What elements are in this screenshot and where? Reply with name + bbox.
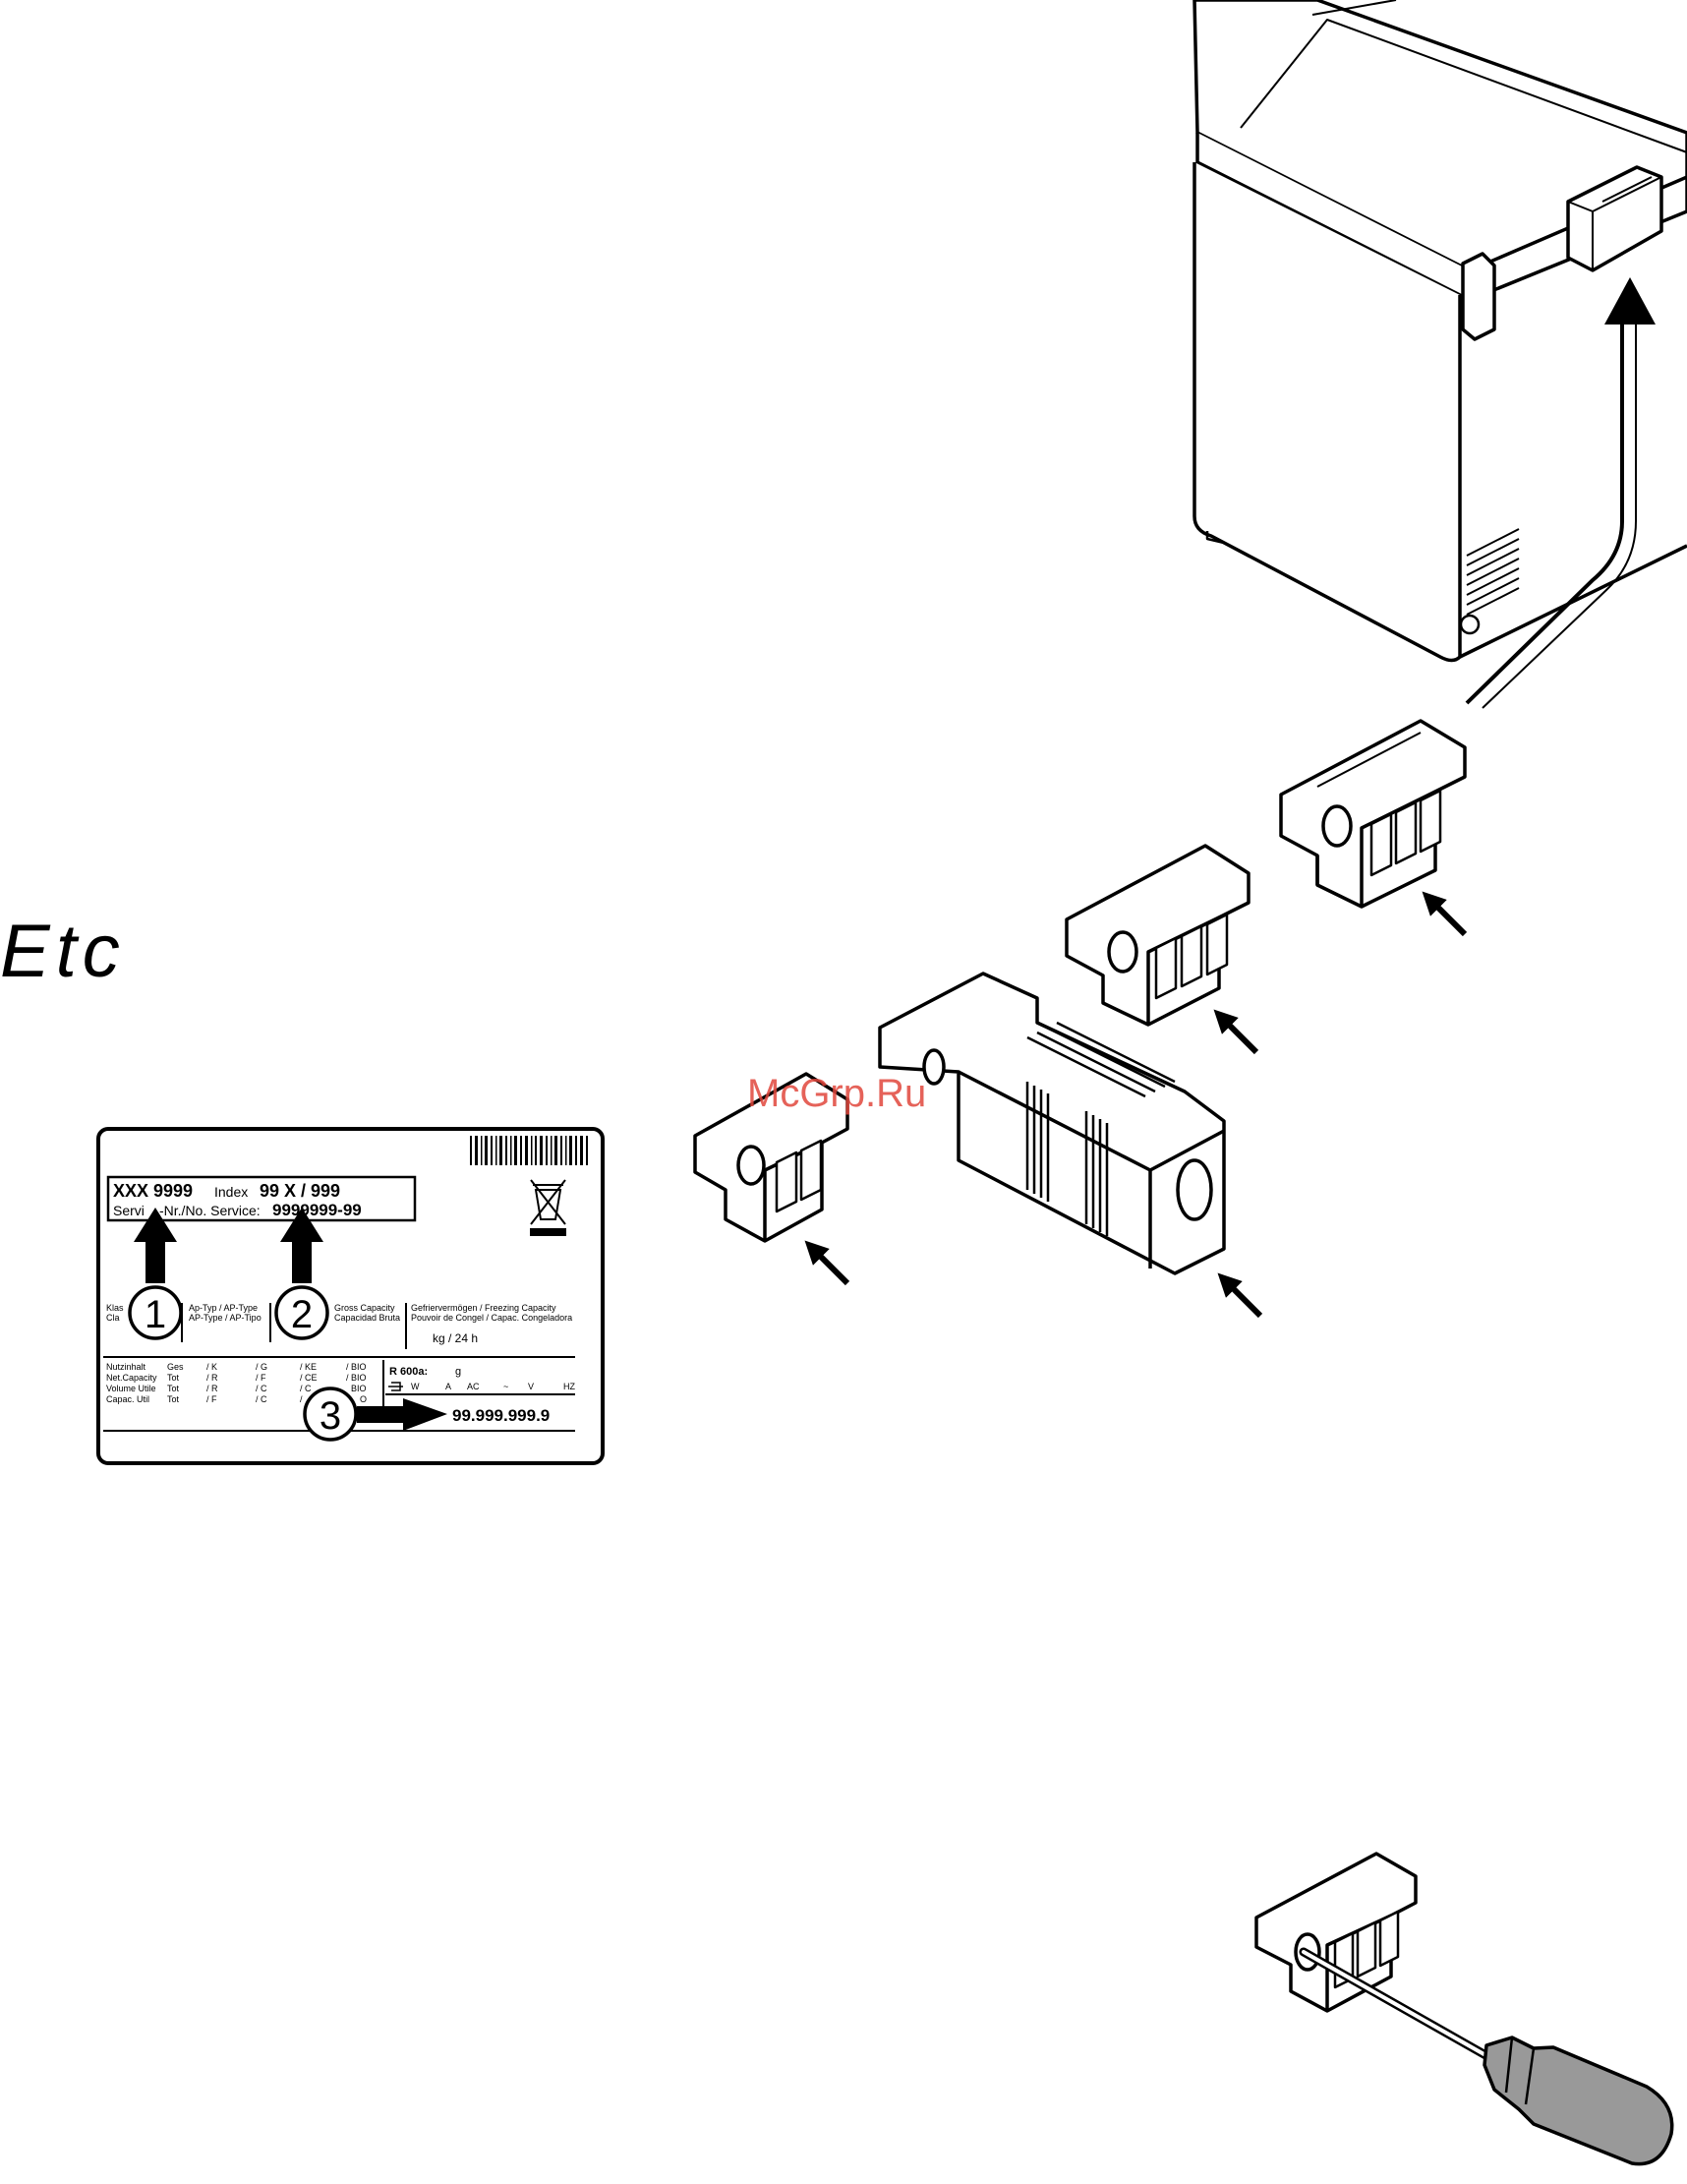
svg-text:/ KE: / KE [300,1362,317,1372]
svg-text:BIO: BIO [351,1384,367,1393]
service-number: 9999999-99 [272,1201,362,1219]
svg-text:/ C: / C [256,1384,267,1393]
refrigerant-label: R 600a: [389,1366,428,1378]
table-row: Volume Utile Tot / R / C / C BIO [106,1384,367,1393]
arrow-plug-a [1422,891,1468,937]
arrow-plug-c [804,1240,850,1286]
class-label-1: Klas [106,1303,124,1313]
svg-text:Tot: Tot [167,1373,180,1383]
index-label: Index [214,1184,248,1200]
gross-capacity-label-1: Gross Capacity [334,1303,395,1313]
svg-text:Net.Capacity: Net.Capacity [106,1373,157,1383]
arrow-module [1217,1272,1263,1319]
svg-text:/ G: / G [256,1362,267,1372]
svg-text:/: / [300,1394,303,1404]
unit-amp: A [445,1382,451,1391]
connector-plug-c [693,1072,849,1243]
svg-text:/ K: / K [206,1362,217,1372]
svg-text:Tot: Tot [167,1384,180,1393]
connector-plug-b [1065,844,1251,1027]
table-row: Nutzinhalt Ges / K / G / KE / BIO [106,1362,367,1372]
svg-text:Ges: Ges [167,1362,184,1372]
chest-freezer [1193,0,1687,663]
svg-text:Tot: Tot [167,1394,180,1404]
callout-1: 1 [128,1285,183,1340]
weee-bin-icon [530,1179,566,1236]
svg-text:/ BIO: / BIO [346,1373,367,1383]
unit-tilde: ~ [503,1382,508,1391]
svg-text:/ R: / R [206,1373,218,1383]
service-label-b: -Nr./No. Service: [159,1203,261,1218]
svg-text:O: O [360,1394,367,1404]
unit-watt: W [411,1382,420,1391]
table-row: Capac. Util Tot / F / C / O [106,1394,367,1404]
svg-text:1: 1 [145,1293,166,1336]
callout-2: 2 [274,1285,329,1340]
service-label-a: Servi [113,1203,145,1218]
barcode [470,1136,588,1165]
unit-volt: V [528,1382,534,1391]
svg-text:Nutzinhalt: Nutzinhalt [106,1362,146,1372]
capacity-table: Nutzinhalt Ges / K / G / KE / BIO Net.Ca… [106,1362,367,1404]
connector-plug-screwdriver [1254,1852,1418,2013]
svg-text:/ CE: / CE [300,1373,318,1383]
unit-ac: AC [467,1382,480,1391]
freezing-capacity-label-1: Gefriervermögen / Freezing Capacity [411,1303,556,1313]
svg-text:/ C: / C [256,1394,267,1404]
aptype-label-1: Ap-Typ / AP-Type [189,1303,258,1313]
gross-capacity-label-2: Capacidad Bruta [334,1313,400,1323]
display-code: Etc [0,910,126,993]
svg-text:Capac. Util: Capac. Util [106,1394,149,1404]
index-value: 99 X / 999 [260,1181,340,1201]
class-label-2: Cla [106,1313,120,1323]
svg-text:/ R: / R [206,1384,218,1393]
svg-text:/ C: / C [300,1384,312,1393]
insert-path-arrow [1465,315,1624,705]
connector-plug-a [1279,719,1467,909]
svg-text:/ F: / F [256,1373,266,1383]
up-arrow-head [1604,277,1656,325]
plug-symbol-icon [388,1382,403,1391]
serial-number: 99.999.999.9 [452,1406,550,1425]
freezing-capacity-label-2: Pouvoir de Congel / Capac. Congeladora [411,1313,572,1323]
svg-text:Volume Utile: Volume Utile [106,1384,156,1393]
svg-text:3: 3 [320,1394,341,1438]
aptype-label-2: AP-Type / AP-Tipo [189,1313,262,1323]
svg-text:/ F: / F [206,1394,217,1404]
callout-3: 3 [303,1387,358,1442]
refrigerant-unit: g [455,1366,461,1378]
svg-text:/ BIO: / BIO [346,1362,367,1372]
watermark-text: McGrp.Ru [747,1072,926,1115]
rating-plate: XXX 9999 Index 99 X / 999 Servi -Nr./No.… [96,1127,605,1465]
screwdriver-icon [1299,1947,1674,2166]
table-row: Net.Capacity Tot / R / F / CE / BIO [106,1373,367,1383]
arrow-plug-b [1213,1009,1259,1055]
freezing-capacity-unit: kg / 24 h [433,1331,478,1345]
model-number: XXX 9999 [113,1181,193,1201]
unit-hz: HZ [563,1382,575,1391]
thermostat-module [878,972,1226,1275]
svg-text:2: 2 [291,1293,313,1336]
